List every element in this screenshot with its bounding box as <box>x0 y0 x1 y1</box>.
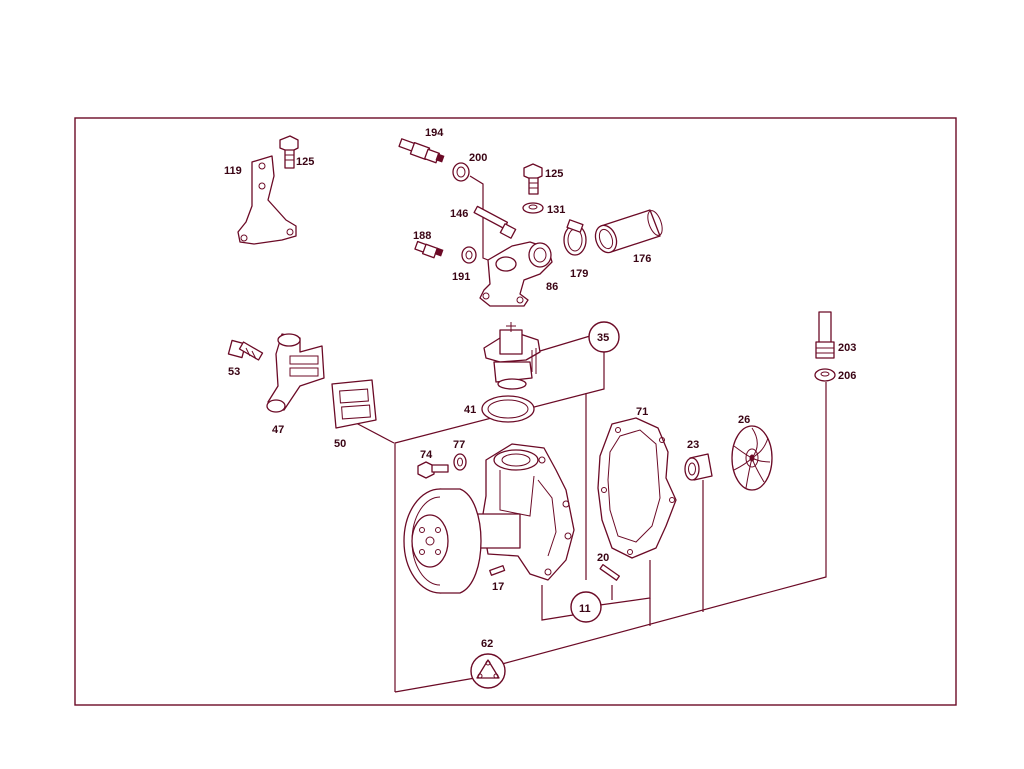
bolt-146 <box>473 205 517 239</box>
washer-206 <box>814 368 836 382</box>
label-206: 206 <box>838 370 856 382</box>
label-203: 203 <box>838 342 856 354</box>
label-74: 74 <box>420 449 433 461</box>
washer-200 <box>452 162 470 182</box>
label-77: 77 <box>453 439 465 451</box>
thermostat-35 <box>483 322 541 390</box>
diagram-frame <box>74 117 957 706</box>
pin-17 <box>489 565 506 576</box>
label-41: 41 <box>464 404 476 416</box>
clamp-179 <box>563 219 587 256</box>
callout-35-circle <box>588 321 620 353</box>
bracket-119 <box>237 155 297 245</box>
label-194: 194 <box>425 127 444 139</box>
label-17: 17 <box>492 581 504 593</box>
washer-131 <box>522 202 544 214</box>
label-188: 188 <box>413 230 431 242</box>
label-176: 176 <box>633 253 651 265</box>
label-35: 35 <box>597 332 609 344</box>
label-71: 71 <box>636 406 648 418</box>
bolt-125-left <box>279 135 299 169</box>
label-62: 62 <box>481 638 493 650</box>
label-20: 20 <box>597 552 609 564</box>
impeller-26 <box>731 425 773 491</box>
hose-176 <box>594 209 663 254</box>
callout-labels: 119 125 194 200 125 131 146 188 191 86 1… <box>224 127 856 650</box>
washer-77 <box>453 453 467 471</box>
bolt-125-right <box>523 163 543 195</box>
label-179: 179 <box>570 268 588 280</box>
label-53: 53 <box>228 366 240 378</box>
label-50: 50 <box>334 438 346 450</box>
label-119: 119 <box>224 165 242 177</box>
washer-191 <box>461 246 477 264</box>
label-47: 47 <box>272 424 284 436</box>
fitting-203 <box>815 311 835 359</box>
bolt-74 <box>417 461 449 479</box>
water-pump-body <box>469 443 575 581</box>
label-146: 146 <box>450 208 468 220</box>
label-86: 86 <box>546 281 558 293</box>
callout-62-circle <box>470 653 506 689</box>
label-200: 200 <box>469 152 487 164</box>
label-125-left: 125 <box>296 156 314 168</box>
sensor-194 <box>398 138 445 164</box>
housing-86 <box>479 241 553 307</box>
gasket-71 <box>597 417 677 559</box>
label-125-right: 125 <box>545 168 563 180</box>
bolt-53 <box>227 339 264 361</box>
elbow-47 <box>266 333 325 413</box>
label-131: 131 <box>547 204 565 216</box>
pin-20 <box>599 563 620 581</box>
gasket-50 <box>331 379 377 429</box>
label-23: 23 <box>687 439 699 451</box>
label-191: 191 <box>452 271 470 283</box>
sensor-188 <box>414 240 444 259</box>
callout-11-circle <box>570 591 602 623</box>
oring-41 <box>481 395 535 423</box>
label-26: 26 <box>738 414 750 426</box>
pulley <box>403 488 482 594</box>
seal-23 <box>684 453 713 481</box>
label-11: 11 <box>579 603 591 615</box>
